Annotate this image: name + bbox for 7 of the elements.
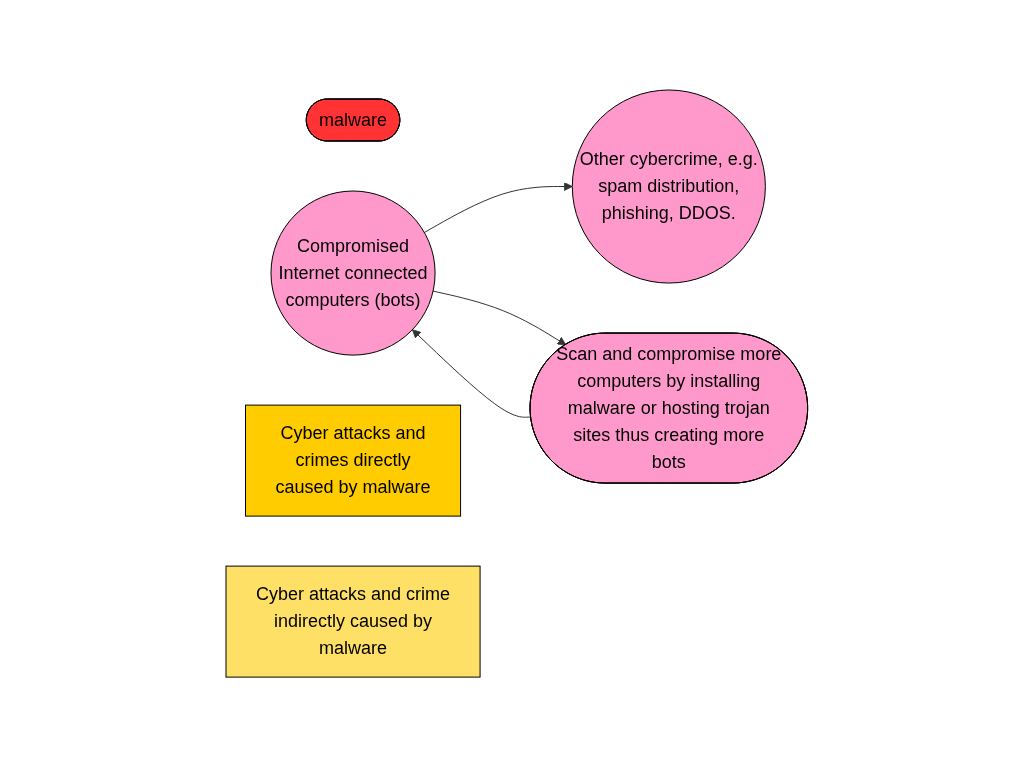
arrow	[411, 329, 532, 418]
node-box: Cyber attacks and crime indirectly caused by malware	[225, 565, 481, 678]
node-circle: Other cybercrime, e.g. spam distribution, phishing, DDOS.	[571, 89, 766, 284]
node-box: Cyber attacks and crimes directly caused by malware	[244, 404, 461, 517]
arrow	[432, 290, 566, 346]
node-circle: Compromised Internet connected computers (bots)	[270, 190, 436, 356]
arrow	[423, 182, 573, 233]
